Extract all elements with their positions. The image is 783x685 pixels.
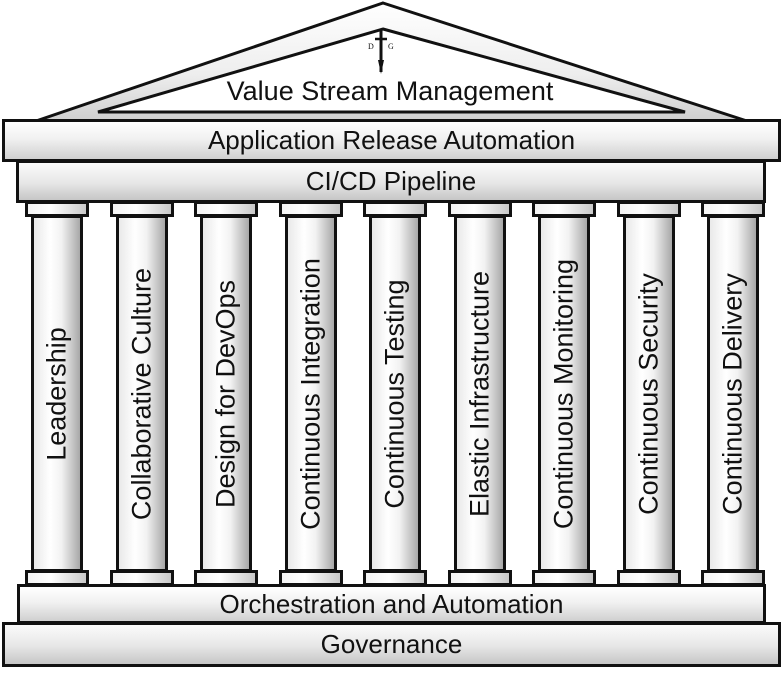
ci-cd-pipeline-band: CI/CD Pipeline bbox=[16, 160, 766, 203]
pillar-label: Elastic Infrastructure bbox=[464, 270, 495, 517]
pillar: Design for DevOps bbox=[200, 215, 252, 572]
roof-title: Value Stream Management bbox=[226, 75, 554, 106]
pillar-label: Continuous Security bbox=[633, 272, 664, 515]
pillar: Elastic Infrastructure bbox=[454, 215, 506, 572]
step-label: Orchestration and Automation bbox=[219, 588, 564, 619]
governance-step: Governance bbox=[2, 622, 781, 667]
pillar: Continuous Testing bbox=[369, 215, 421, 572]
pillar: Leadership bbox=[31, 215, 83, 572]
pillar-label: Continuous Delivery bbox=[717, 272, 748, 515]
pillar: Continuous Delivery bbox=[707, 215, 759, 572]
pillar-label: Design for DevOps bbox=[210, 279, 241, 508]
sword-emblem-icon: D G bbox=[368, 30, 394, 74]
pillar-label: Continuous Testing bbox=[379, 278, 410, 509]
band-label: CI/CD Pipeline bbox=[305, 166, 477, 196]
pillar: Continuous Integration bbox=[285, 215, 337, 572]
application-release-automation-band: Application Release Automation bbox=[2, 119, 781, 162]
pediment-inner bbox=[97, 27, 686, 114]
pillar-label: Leadership bbox=[41, 326, 72, 461]
emblem-letter-left: D bbox=[368, 42, 374, 51]
orchestration-and-automation-step: Orchestration and Automation bbox=[17, 584, 766, 624]
pillar-label: Continuous Integration bbox=[295, 257, 326, 530]
band-label: Application Release Automation bbox=[207, 125, 576, 155]
pillar: Continuous Security bbox=[623, 215, 675, 572]
step-label: Governance bbox=[320, 629, 463, 659]
pillar-label: Collaborative Culture bbox=[126, 267, 157, 520]
pillar-label: Continuous Monitoring bbox=[548, 258, 579, 529]
emblem-letter-right: G bbox=[388, 42, 394, 51]
pillar: Collaborative Culture bbox=[116, 215, 168, 572]
pediment-roof: D G bbox=[35, 1, 748, 123]
pillar: Continuous Monitoring bbox=[538, 215, 590, 572]
